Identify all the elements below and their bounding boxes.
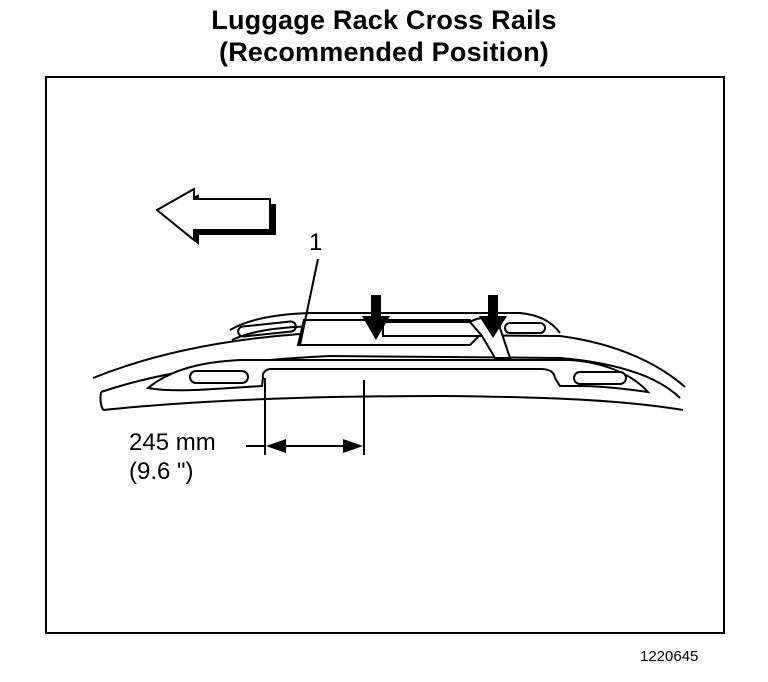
diagram-title-line-1: Luggage Rack Cross Rails: [211, 5, 557, 35]
illustration-frame: [45, 76, 725, 634]
cross-rail-position-arrow-icon: [479, 295, 507, 338]
front-cross-rail: [296, 319, 487, 346]
forward-direction-arrow-icon: [155, 187, 276, 245]
near-side-rail: [145, 359, 651, 394]
dimension-imperial-label: (9.6 "): [129, 458, 194, 485]
cross-rail-position-arrow-icon: [362, 295, 390, 340]
diagram-title-line-2: (Recommended Position): [219, 37, 549, 67]
callout-number: 1: [309, 229, 323, 256]
figure-number: 1220645: [640, 648, 699, 665]
callout-leader-line: [299, 258, 319, 346]
dimension-line: [246, 378, 365, 455]
dimension-metric-label: 245 mm: [129, 429, 216, 456]
